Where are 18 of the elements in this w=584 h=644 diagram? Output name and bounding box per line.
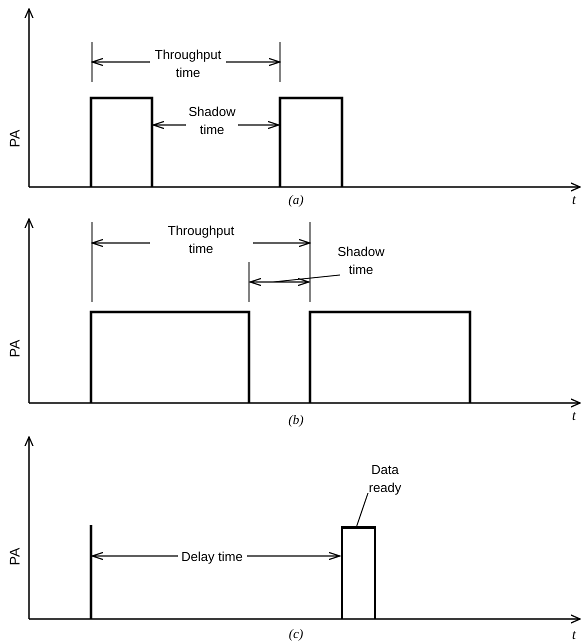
axis-label: PA	[6, 128, 24, 150]
axis-label: t	[572, 192, 578, 210]
axis-label: PA	[6, 546, 24, 568]
axis-label: t	[572, 627, 578, 644]
annotation-text: Data ready	[364, 461, 406, 497]
dimension-label: Throughput time	[166, 222, 236, 258]
panel-label: (a)	[287, 191, 305, 209]
dimension-label: Delay time	[180, 548, 244, 566]
leader-line	[356, 492, 369, 526]
leader-line	[272, 274, 340, 283]
annotation-text: Shadow time	[336, 243, 386, 279]
axis-label: t	[572, 408, 578, 426]
pulse-bar	[341, 526, 376, 619]
dimension-label: Shadow time	[188, 103, 236, 139]
dimension-label: Throughput time	[154, 46, 222, 82]
axis-label: PA	[6, 338, 24, 360]
panel-label: (b)	[287, 411, 305, 429]
panel-label: (c)	[288, 625, 304, 643]
